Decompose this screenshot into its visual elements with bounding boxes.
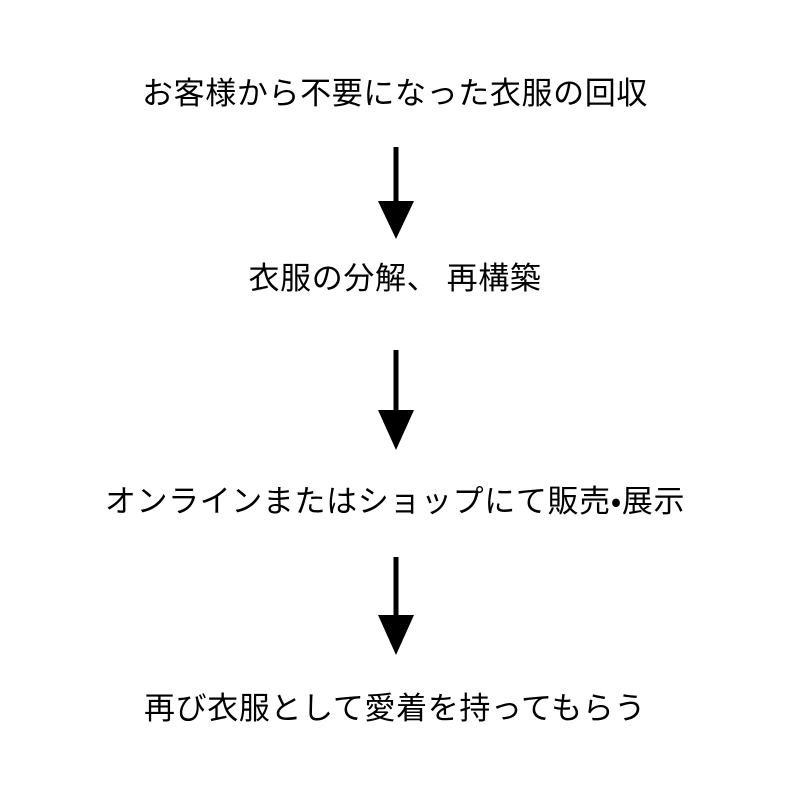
arrow-down-icon (378, 350, 414, 450)
flow-step-1-label: お客様から不要になった衣服の回収 (142, 76, 648, 111)
flow-connector-3 (0, 557, 800, 655)
flow-connector-1 (0, 147, 800, 239)
flow-step-1: お客様から不要になった衣服の回収 (0, 78, 800, 109)
flow-step-3: オンラインまたはショップにて販売・展示 (0, 486, 800, 517)
arrow-down-icon (378, 557, 414, 655)
arrow-down-icon (378, 147, 414, 239)
flow-step-2: 衣服の分解、 再構築 (0, 263, 800, 294)
flow-step-2-label: 衣服の分解、 再構築 (248, 261, 542, 296)
flow-step-3-label: オンラインまたはショップにて販売・展示 (104, 484, 686, 519)
flow-step-4: 再び衣服として愛着を持ってもらう (0, 693, 800, 724)
flow-connector-2 (0, 350, 800, 450)
flow-step-4-label: 再び衣服として愛着を持ってもらう (144, 691, 646, 726)
